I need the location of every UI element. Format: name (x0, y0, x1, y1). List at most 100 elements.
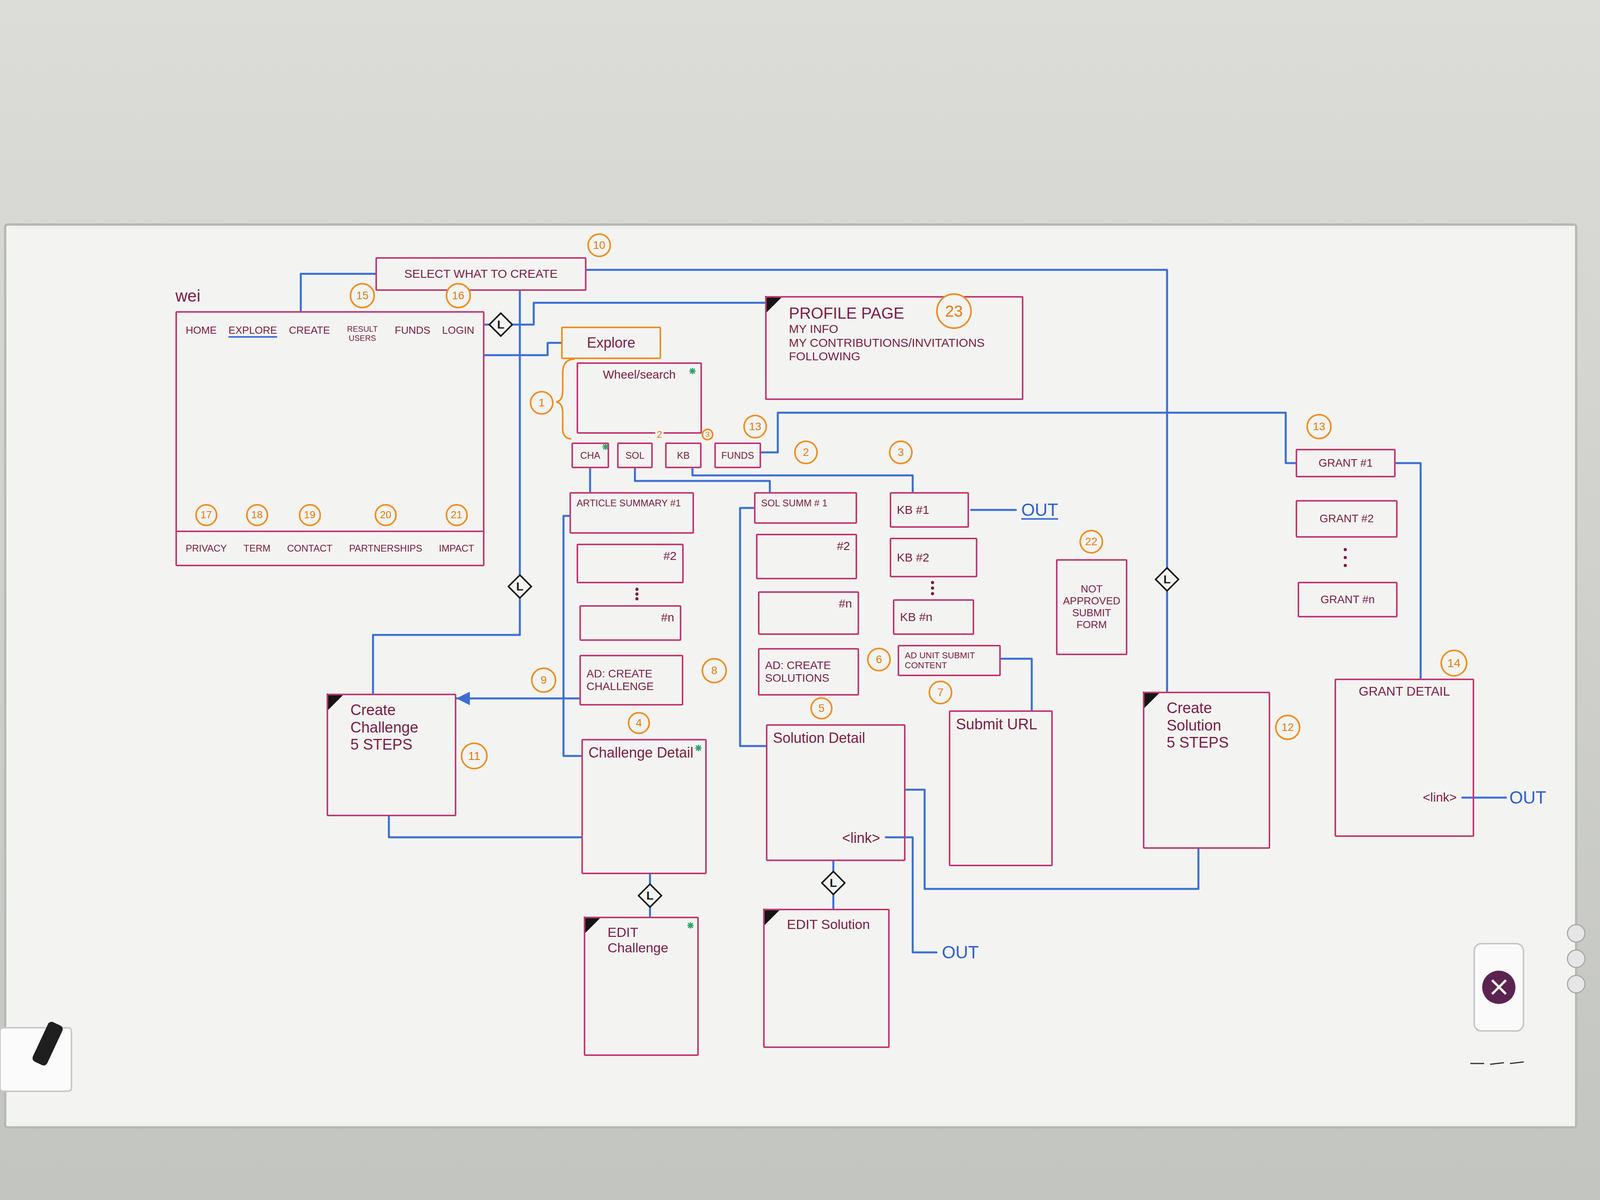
callout-text: 20 (379, 509, 392, 522)
connector (456, 697, 580, 700)
callout-text: 1 (538, 396, 545, 410)
box-label: MY INFO (788, 322, 839, 337)
box-label: KB (676, 450, 690, 462)
connector (1395, 463, 1421, 679)
decision-diamond: L (507, 574, 533, 599)
ellipsis-dot (1343, 548, 1347, 552)
tab-box: FUNDS (714, 442, 762, 469)
ad-box: AD UNIT SUBMIT CONTENT (897, 644, 1001, 677)
ellipsis-dot (1343, 555, 1347, 560)
callout-text: 16 (451, 289, 465, 302)
box-label: CONTACT (286, 542, 333, 554)
out-leader (971, 509, 1016, 512)
box-label: SOL SUMM # 1 (761, 497, 828, 509)
connector (761, 412, 1296, 464)
nav-bar: HOMEEXPLORECREATERESULT USERSFUNDSLOGIN (185, 324, 475, 343)
callout-text: 13 (1312, 420, 1325, 433)
callout-text: 9 (540, 673, 547, 687)
diamond-shape (489, 313, 513, 337)
page-box: Challenge Detail (581, 738, 707, 875)
connector (832, 895, 835, 909)
callout-text: 15 (356, 289, 369, 302)
eraser (1474, 943, 1524, 1031)
scribble (1470, 1061, 1524, 1065)
connector (589, 468, 592, 493)
ellipsis-dot (635, 597, 639, 601)
asterisk-mark (689, 367, 696, 375)
callout-text: 19 (303, 509, 316, 522)
page-box: Submit URL (948, 710, 1053, 867)
callout-text: 22 (1084, 535, 1098, 549)
box-label: Solution Detail (773, 729, 866, 747)
out-label: OUT (1019, 500, 1061, 521)
connector (649, 874, 652, 884)
callout-number: 22 (1079, 529, 1104, 554)
callout-number: 2 (794, 440, 818, 465)
box-label: MY CONTRIBUTIONS/INVITATIONS (788, 336, 985, 350)
callout-text: 13 (748, 420, 762, 433)
connector (586, 269, 1168, 568)
connector (484, 342, 562, 356)
list-item: GRANT #2 (1295, 500, 1398, 538)
ad-box: AD: CREATE CHALLENGE (579, 654, 684, 706)
asterisk-mark (687, 922, 694, 929)
box-label: ARTICLE SUMMARY #1 (576, 497, 681, 509)
diamond-shape (821, 871, 845, 895)
callout-number: 23 (936, 293, 972, 329)
page-wireframe: weiHOMEEXPLORECREATERESULT USERSFUNDSLOG… (175, 311, 485, 567)
box-label: AD UNIT SUBMIT CONTENT (904, 650, 994, 671)
bracket (556, 359, 575, 439)
corner-flag (1142, 691, 1161, 710)
box-label: SELECT WHAT TO CREATE (404, 267, 558, 281)
out-leader (885, 837, 937, 953)
out-text: OUT (1509, 787, 1547, 808)
connector (740, 507, 766, 747)
callout-number: 5 (810, 697, 833, 720)
out-leader (1462, 796, 1506, 799)
callout-text: 2 (656, 428, 662, 441)
list-item: #n (757, 591, 860, 635)
callout-text: 3 (897, 446, 904, 459)
callout-text: 6 (875, 653, 883, 666)
tab-box: KB (665, 442, 702, 469)
marker (31, 1020, 65, 1068)
box-label: CHA (580, 450, 601, 462)
box-label: AD: CREATE SOLUTIONS (765, 659, 852, 685)
ellipsis-dot (635, 592, 639, 596)
box-label: #n (661, 610, 675, 625)
connector (1166, 591, 1169, 692)
corner-flag (583, 916, 602, 935)
page-box: PROFILE PAGEMY INFOMY CONTRIBUTIONS/INVI… (765, 296, 1024, 400)
ellipsis-dot (1343, 563, 1347, 568)
decision-diamond: L (821, 870, 846, 896)
page-box: SELECT WHAT TO CREATE (375, 257, 587, 291)
box-label: Create Solution (1166, 699, 1263, 735)
callout-text: 12 (1281, 721, 1294, 734)
callout-text: 14 (1447, 656, 1461, 671)
diamond-shape (638, 884, 662, 908)
box-label: PRIVACY (185, 542, 227, 554)
page-box: GRANT DETAIL<link> (1334, 678, 1475, 837)
box-label: #2 (663, 549, 677, 564)
connector (513, 302, 766, 325)
box-label: GRANT #1 (1318, 456, 1373, 470)
ellipsis-dot (635, 587, 639, 591)
ellipsis-dot (930, 580, 935, 585)
out-text: OUT (942, 942, 979, 963)
callout-text: 4 (635, 716, 643, 730)
nav-item: LOGIN (442, 324, 475, 337)
callout-number: 16 (445, 282, 472, 309)
box-label: FOLLOWING (788, 349, 861, 364)
connector (519, 290, 522, 575)
decision-diamond: L (637, 883, 663, 908)
box-label: L (516, 579, 524, 594)
callout-number: 8 (701, 657, 727, 684)
page-box: Create Challenge5 STEPS (326, 693, 457, 817)
box-label: L (497, 317, 505, 332)
connector (1000, 658, 1032, 711)
box-label: AD: CREATE CHALLENGE (586, 667, 677, 693)
page-box: EDIT Solution (763, 908, 890, 1049)
tab-box: SOL (617, 442, 653, 469)
